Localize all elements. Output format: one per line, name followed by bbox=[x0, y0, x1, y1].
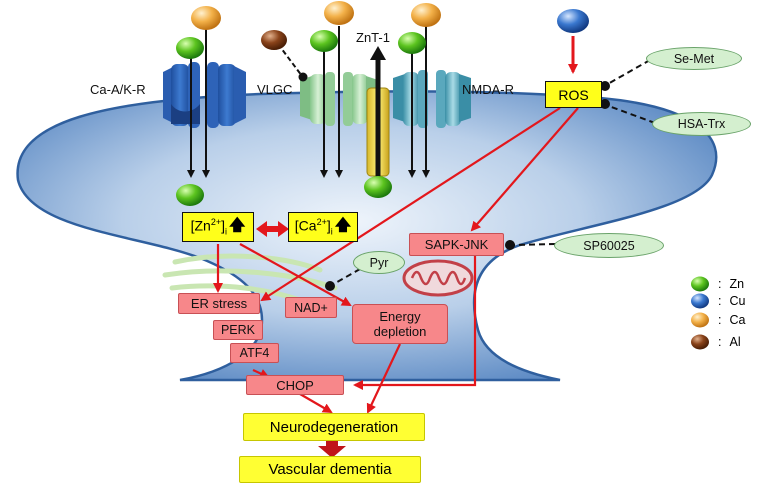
ion-influx-arrows bbox=[187, 26, 430, 178]
green-sphere-icon bbox=[691, 276, 709, 292]
legend-item-ca: : Ca bbox=[690, 311, 745, 329]
zn-sphere bbox=[176, 37, 204, 59]
ca-level-text: [Ca2+]i bbox=[294, 217, 333, 237]
mitochondrion bbox=[402, 259, 474, 297]
sp600125-pill: SP60025 bbox=[554, 233, 664, 258]
ca-sphere bbox=[324, 1, 354, 25]
hsa-trx-pill: HSA-Trx bbox=[652, 112, 751, 136]
increase-arrow-icon: 🡅 bbox=[228, 216, 246, 234]
endoplasmic-reticulum bbox=[162, 253, 338, 303]
legend-item-al: : Al bbox=[690, 333, 741, 351]
legend-label-ca: Ca bbox=[729, 313, 746, 327]
cu-sphere bbox=[557, 9, 589, 33]
znt1-efflux-arrowhead bbox=[370, 46, 386, 60]
thick-arrow-to-dementia bbox=[318, 441, 346, 458]
pyr-label: Pyr bbox=[369, 255, 389, 270]
hsa-trx-label: HSA-Trx bbox=[677, 117, 726, 131]
zn-level-text: [Zn2+]i bbox=[190, 217, 227, 237]
ros-box: ROS bbox=[545, 81, 602, 108]
zn-ca-reciprocal-arrow bbox=[256, 221, 289, 237]
brown-sphere-icon bbox=[691, 334, 709, 350]
znt1-label: ZnT-1 bbox=[356, 30, 390, 45]
legend-item-zn: : Zn bbox=[690, 275, 744, 293]
neurodegeneration-label: Neurodegeneration bbox=[269, 418, 399, 436]
er-stress-label: ER stress bbox=[190, 296, 248, 311]
zn-sphere bbox=[398, 32, 426, 54]
al-vlgc-dot bbox=[298, 72, 308, 82]
sapk-jnk-label: SAPK-JNK bbox=[424, 237, 489, 252]
increase-arrow-icon: 🡅 bbox=[334, 216, 352, 234]
se-met-pill: Se-Met bbox=[646, 47, 742, 70]
legend-item-cu: : Cu bbox=[690, 292, 745, 310]
atf4-label: ATF4 bbox=[239, 346, 270, 360]
ros-label: ROS bbox=[558, 86, 589, 103]
nad-box: NAD+ bbox=[285, 297, 337, 318]
legend-label-cu: Cu bbox=[729, 294, 746, 308]
chop-box: CHOP bbox=[246, 375, 344, 395]
legend-label-al: Al bbox=[729, 335, 741, 349]
zn-sphere bbox=[176, 184, 204, 206]
vlgc-label: VLGC bbox=[257, 82, 293, 97]
sp600125-label: SP60025 bbox=[583, 238, 635, 253]
sapk-jnk-box: SAPK-JNK bbox=[409, 233, 504, 256]
ca-ak-r-label: Ca-A/K-R bbox=[90, 82, 146, 97]
se-met-label: Se-Met bbox=[673, 51, 715, 66]
zn-sphere bbox=[310, 30, 338, 52]
pathway-arrows bbox=[213, 36, 579, 414]
neurodegeneration-box: Neurodegeneration bbox=[243, 413, 425, 441]
ca-level-box: [Ca2+]i 🡅 bbox=[288, 212, 358, 242]
legend-label-zn: Zn bbox=[729, 277, 745, 291]
energy-depletion-label: Energy depletion bbox=[373, 309, 427, 339]
nmda-receptor-channel bbox=[393, 70, 471, 128]
perk-label: PERK bbox=[220, 323, 256, 337]
er-stress-box: ER stress bbox=[178, 293, 260, 314]
ca-sphere bbox=[191, 6, 221, 30]
blue-sphere-icon bbox=[691, 293, 709, 309]
chop-label: CHOP bbox=[276, 377, 314, 393]
vascular-dementia-box: Vascular dementia bbox=[239, 456, 421, 483]
al-sphere bbox=[261, 30, 287, 50]
atf4-box: ATF4 bbox=[230, 343, 279, 363]
zn-sphere bbox=[364, 176, 392, 198]
inhibitor-links bbox=[331, 59, 656, 286]
al-vlgc-link bbox=[277, 43, 303, 77]
ca-sphere bbox=[411, 3, 441, 27]
vascular-dementia-label: Vascular dementia bbox=[268, 461, 392, 478]
inhibitor-dots bbox=[325, 81, 610, 291]
orange-sphere-icon bbox=[691, 312, 709, 328]
nad-label: NAD+ bbox=[294, 300, 328, 315]
nmda-r-label: NMDA-R bbox=[462, 82, 514, 97]
perk-box: PERK bbox=[213, 320, 263, 340]
energy-depletion-box: Energy depletion bbox=[352, 304, 448, 344]
pyr-pill: Pyr bbox=[353, 251, 405, 274]
zn-level-box: [Zn2+]i 🡅 bbox=[182, 212, 254, 242]
